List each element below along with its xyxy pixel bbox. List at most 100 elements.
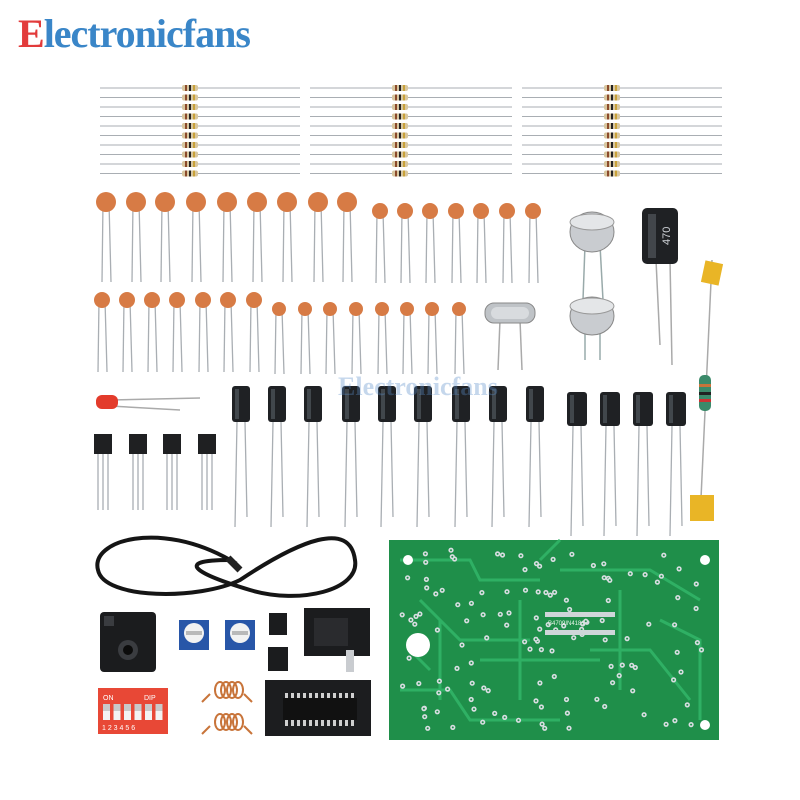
electrolytic-capacitor-icon [342, 386, 360, 528]
ceramic-capacitor-icon [169, 292, 185, 373]
resistor-icon [392, 151, 408, 158]
ceramic-capacitor-icon [397, 203, 413, 284]
resistor-icon [392, 85, 408, 91]
resistor-icon [182, 123, 198, 129]
microphone-icon [569, 211, 615, 301]
potentiometer-icon [225, 620, 255, 650]
resistor-icon [392, 104, 408, 110]
resistor-icon [182, 161, 198, 167]
electrolytic-capacitor-icon [414, 386, 432, 528]
resistor-icon [392, 142, 408, 148]
ceramic-capacitor-icon [473, 203, 489, 284]
resistor-icon [182, 85, 198, 91]
electrolytic-capacitor-icon [600, 392, 620, 537]
electrolytic-capacitor-icon [567, 392, 587, 537]
transistors [94, 434, 216, 510]
ceramic-capacitor-icon [298, 302, 312, 375]
dc-jack-icon [304, 608, 370, 672]
resistor-bundles [100, 85, 722, 177]
ceramic-capacitor-icon [525, 203, 541, 284]
ceramic-capacitor-icon [425, 302, 439, 375]
electrolytic-capacitor-icon [526, 386, 544, 528]
transistor-icon [129, 434, 147, 510]
resistor-icon [604, 170, 620, 177]
ceramic-capacitor-icon [217, 192, 237, 283]
ceramic-capacitor-icon [126, 192, 146, 283]
resistor-icon [604, 85, 620, 91]
potentiometer-icon [179, 620, 209, 650]
ceramic-capacitor-icon [308, 192, 328, 283]
pcb-icon: B4709IN4181 [389, 538, 719, 740]
inductor-chain [690, 259, 724, 521]
ceramic-capacitor-icon [246, 292, 262, 373]
ceramic-capacitor-icon [119, 292, 135, 373]
resistor-icon [182, 170, 198, 177]
resistor-icon [604, 142, 620, 148]
electrolytic-capacitor-icon: 470 [642, 208, 678, 366]
transistor-icon [198, 434, 216, 510]
ceramic-capacitor-icon [195, 292, 211, 373]
ceramic-capacitor-icon [272, 302, 286, 375]
electrolytic-capacitor-icon [268, 386, 286, 528]
ceramic-capacitor-icon [499, 203, 515, 284]
small-component [268, 647, 288, 671]
ceramic-capacitor-icon [155, 192, 175, 283]
ceramic-capacitor-icon [452, 302, 466, 375]
microphone-icon [569, 296, 615, 360]
crystal-icon [484, 302, 536, 371]
ceramic-capacitor-icon [422, 203, 438, 284]
resistor-icon [392, 123, 408, 129]
ceramic-capacitor-icon [144, 292, 160, 373]
electrolytic-capacitor-icon [232, 386, 250, 528]
resistor-icon [392, 113, 408, 120]
capacitor-label: 470 [661, 227, 673, 245]
resistor-icon [604, 123, 620, 129]
electrolytic-capacitor-icon [304, 386, 322, 528]
ceramic-capacitor-icon [448, 203, 464, 284]
dip-switch: ON DIP 1 2 3 4 5 6 [98, 688, 168, 734]
ceramic-capacitor-icon [277, 192, 297, 283]
resistor-icon [604, 161, 620, 167]
dip-on-label: ON [103, 695, 114, 702]
electrolytic-capacitor-icon [666, 392, 686, 537]
resistor-icon [182, 151, 198, 158]
pcb-label: B4709IN4181 [548, 621, 585, 627]
electrolytic-capacitor-icon [452, 386, 470, 528]
chip-icon [265, 680, 371, 736]
ceramic-capacitors [94, 192, 541, 375]
resistor-icon [182, 94, 198, 101]
watermark: Electronicfans [338, 372, 498, 401]
ceramic-capacitor-icon [400, 302, 414, 375]
resistor-icon [392, 170, 408, 177]
dip-label: DIP [144, 695, 156, 702]
resistor-icon [182, 142, 198, 148]
dip-numbers: 1 2 3 4 5 6 [102, 725, 135, 732]
ceramic-capacitor-icon [349, 302, 363, 375]
brand-word: lectronicfans [43, 11, 251, 56]
resistor-icon [604, 151, 620, 158]
resistor-icon [182, 104, 198, 110]
resistor-icon [182, 113, 198, 120]
resistor-icon [392, 94, 408, 101]
electrolytic-capacitors [232, 386, 686, 537]
ceramic-capacitor-icon [96, 192, 116, 283]
coil-icon [201, 681, 253, 735]
resistor-icon [604, 104, 620, 110]
ceramic-capacitor-icon [375, 302, 389, 375]
resistor-icon [182, 132, 198, 139]
resistor-icon [604, 132, 620, 139]
ceramic-capacitor-icon [372, 203, 388, 284]
resistor-icon [392, 132, 408, 139]
ceramic-capacitor-icon [94, 292, 110, 373]
resistor-icon [604, 94, 620, 101]
ceramic-capacitor-icon [247, 192, 267, 283]
audio-cable [95, 535, 358, 598]
electrolytic-capacitor-icon [378, 386, 396, 528]
ceramic-capacitor-icon [186, 192, 206, 283]
small-component [269, 613, 287, 635]
resistor-icon [604, 113, 620, 120]
transistor-icon [94, 434, 112, 510]
resistor-icon [392, 161, 408, 167]
audio-jack-icon [100, 612, 156, 672]
